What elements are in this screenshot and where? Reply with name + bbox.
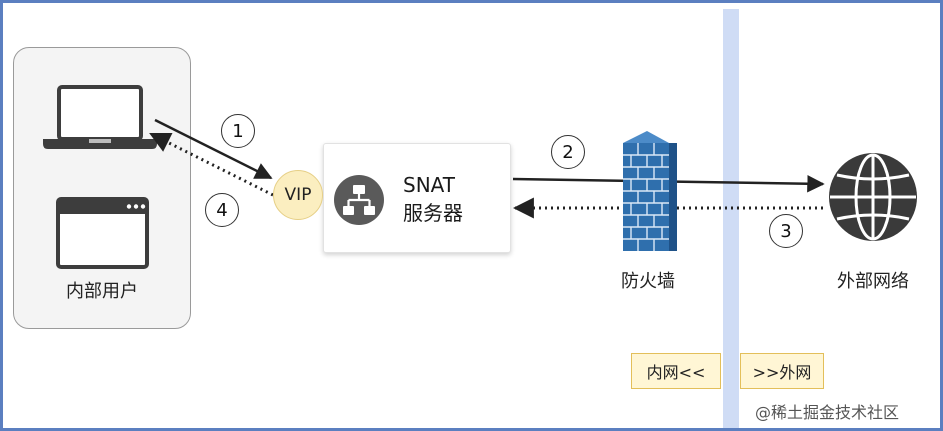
step-4-marker: 4 (205, 193, 239, 227)
step-3-marker: 3 (769, 214, 803, 248)
internal-user-group (13, 47, 191, 329)
firewall-icon (623, 131, 677, 251)
snat-server-box (323, 143, 511, 253)
vip-label: VIP (284, 185, 312, 205)
firewall-label: 防火墙 (621, 271, 675, 292)
step-3-label: 3 (780, 220, 792, 242)
network-boundary-band (723, 9, 739, 428)
diagram-graphics (43, 85, 917, 269)
laptop-icon (43, 85, 157, 149)
arrow-vip-to-user (149, 132, 274, 197)
step-1-label: 1 (232, 120, 244, 142)
step-1-marker: 1 (221, 114, 255, 148)
globe-icon (829, 153, 917, 241)
network-hierarchy-icon (334, 175, 384, 225)
outer-network-tag: >>外网 (740, 353, 824, 389)
step-2-marker: 2 (551, 135, 585, 169)
arrow-user-to-vip (154, 118, 273, 180)
step-2-label: 2 (562, 141, 574, 163)
step-4-label: 4 (216, 199, 228, 221)
snat-label-line1: SNAT (403, 173, 456, 197)
snat-server-label: SNAT 服务器 (403, 171, 463, 227)
snat-label-line2: 服务器 (403, 201, 463, 225)
browser-window-icon (56, 197, 149, 269)
watermark: @稀土掘金技术社区 (755, 403, 900, 422)
inner-network-tag: 内网<< (631, 353, 721, 389)
vip-node: VIP (273, 170, 323, 220)
internal-user-label: 内部用户 (66, 281, 138, 302)
external-network-label: 外部网络 (837, 271, 909, 292)
